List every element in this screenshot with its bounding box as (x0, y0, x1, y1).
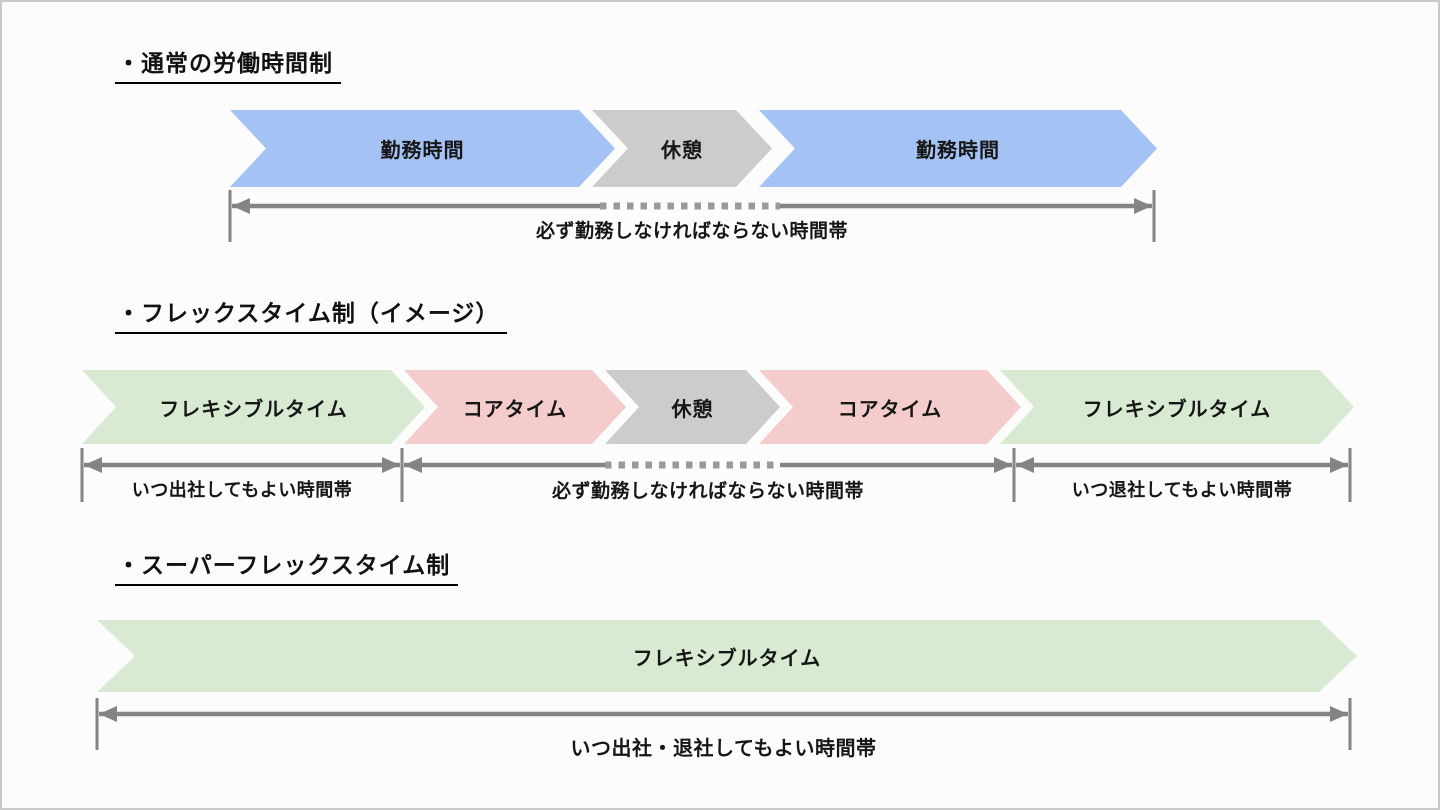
arrowhead-left-icon (99, 706, 117, 722)
chevron-work-afternoon (759, 110, 1157, 187)
chevron-break-2 (605, 370, 780, 444)
chevron-label-core-2: コアタイム (837, 398, 943, 421)
chevron-flexible-full (97, 620, 1357, 692)
arrowhead-left-icon (232, 198, 250, 214)
chevron-flexible-morning (82, 370, 425, 444)
arrowhead-right-icon (994, 457, 1012, 473)
section-title-super-flextime: ・スーパーフレックスタイム制 (115, 546, 459, 586)
range-label-leave-anytime: いつ退社してもよい時間帯 (1071, 480, 1293, 500)
dimension-line-arrive-leave-anytime (95, 698, 1352, 750)
chevron-label-work-morning: 勤務時間 (380, 140, 465, 162)
range-label-arrive-leave-anytime: いつ出社・退社してもよい時間帯 (570, 738, 877, 760)
arrowhead-right-icon (1330, 706, 1348, 722)
section-title-normal-hours: ・通常の労働時間制 (115, 44, 341, 84)
arrowhead-right-icon (382, 457, 400, 473)
chevron-label-break-2: 休憩 (671, 398, 714, 421)
dimension-line-mandatory-1 (228, 190, 1156, 242)
dimension-line-arrive-anytime (80, 448, 404, 502)
dimension-line-leave-anytime (1016, 448, 1352, 502)
chevron-label-core-1: コアタイム (462, 398, 568, 421)
chevron-label-work-afternoon: 勤務時間 (916, 140, 1000, 162)
arrowhead-right-icon (1330, 457, 1348, 473)
range-label-mandatory-1: 必ず勤務しなければならない時間帯 (535, 221, 848, 242)
chevron-label-flexible-evening: フレキシブルタイム (1082, 398, 1272, 421)
chevron-core-2 (759, 370, 1021, 444)
chevron-flexible-evening (1000, 370, 1354, 444)
range-label-mandatory-2: 必ず勤務しなければならない時間帯 (551, 481, 864, 502)
chevron-core-1 (404, 370, 626, 444)
arrowhead-left-icon (84, 457, 102, 473)
dimension-line-mandatory-2 (404, 448, 1016, 502)
chevron-work-morning (230, 110, 615, 187)
section-title-flextime: ・フレックスタイム制（イメージ） (115, 294, 508, 334)
range-label-arrive-anytime: いつ出社してもよい時間帯 (131, 480, 353, 500)
chevron-label-flexible-full: フレキシブルタイム (632, 647, 822, 670)
arrowhead-left-icon (404, 457, 422, 473)
arrowhead-right-icon (1134, 198, 1152, 214)
arrowhead-left-icon (1016, 457, 1034, 473)
chevron-label-flexible-morning: フレキシブルタイム (159, 398, 348, 421)
chevron-break-1 (592, 110, 772, 187)
chevron-label-break-1: 休憩 (661, 140, 703, 162)
